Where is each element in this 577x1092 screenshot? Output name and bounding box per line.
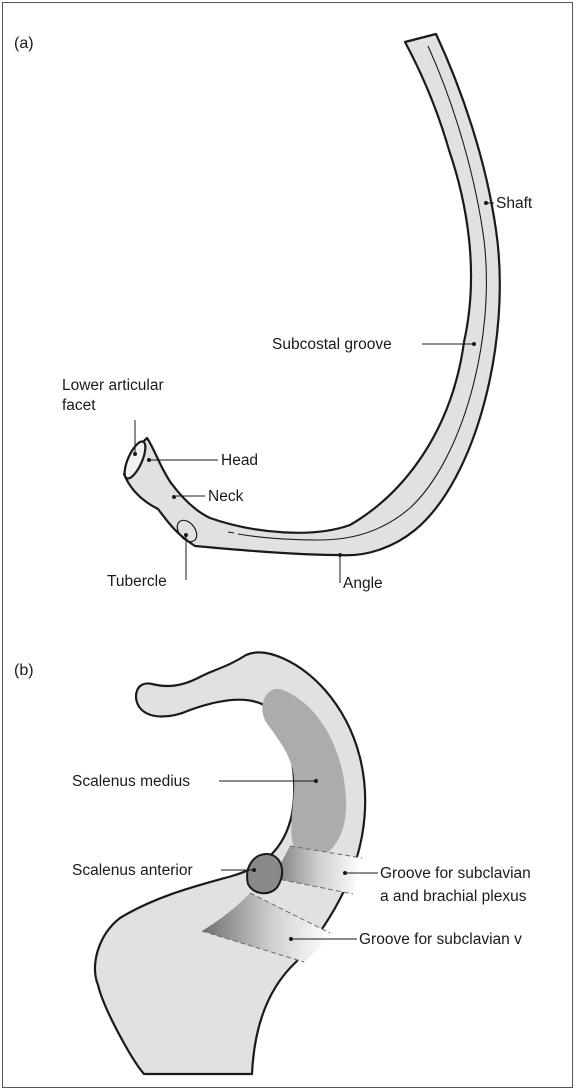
label-groove-subclavian-a-line2: a and brachial plexus (380, 888, 527, 905)
label-lower-articular-facet-line1: Lower articular (62, 377, 164, 394)
label-groove-subclavian-a-line1: Groove for subclavian (380, 865, 531, 882)
label-subcostal-groove: Subcostal groove (272, 336, 392, 353)
panel-b-label: (b) (14, 662, 34, 679)
label-neck: Neck (208, 488, 244, 505)
label-lower-articular-facet-line2: facet (62, 397, 96, 414)
label-shaft: Shaft (496, 195, 533, 212)
label-scalenus-anterior: Scalenus anterior (72, 862, 193, 879)
typical-rib (120, 34, 499, 555)
label-head: Head (221, 452, 258, 469)
rib-body (124, 34, 500, 555)
label-angle: Angle (343, 575, 383, 592)
panel-a-label: (a) (14, 35, 34, 52)
label-scalenus-medius: Scalenus medius (72, 773, 190, 790)
label-groove-subclavian-v: Groove for subclavian v (359, 931, 522, 948)
scalenus-anterior-tubercle (247, 854, 282, 893)
label-tubercle: Tubercle (107, 573, 167, 590)
